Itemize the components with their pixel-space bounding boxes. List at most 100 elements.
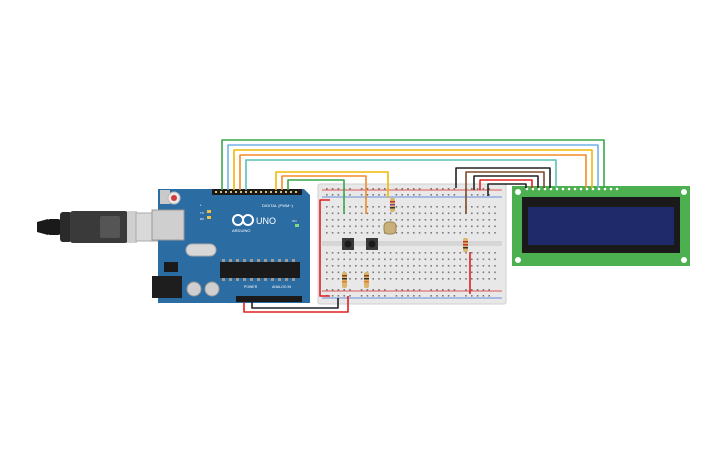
breadboard-hole <box>389 271 392 274</box>
breadboard-hole <box>407 271 409 274</box>
board-brand: ARDUINO <box>232 228 250 233</box>
rail-hole <box>331 295 334 297</box>
breadboard-hole <box>407 232 409 234</box>
rail-hole <box>378 295 380 297</box>
rail-hole <box>372 188 374 190</box>
pushbutton[interactable] <box>366 238 378 250</box>
wire-black <box>487 183 527 196</box>
breadboard-hole <box>372 258 374 261</box>
rail-hole <box>407 188 409 190</box>
breadboard-hole <box>447 278 450 280</box>
breadboard-hole <box>407 252 409 254</box>
resistor <box>390 198 395 212</box>
breadboard-hole <box>395 212 398 215</box>
breadboard-hole <box>326 258 328 261</box>
capacitor <box>186 281 202 297</box>
rail-hole <box>488 194 490 196</box>
breadboard-hole <box>355 212 357 215</box>
breadboard-hole <box>430 278 432 280</box>
breadboard-hole <box>355 219 357 221</box>
breadboard-hole <box>407 225 409 228</box>
breadboard-hole <box>459 219 461 221</box>
breadboard-hole <box>413 206 415 208</box>
breadboard-hole <box>418 232 421 234</box>
rail-hole <box>413 194 415 196</box>
breadboard-hole <box>436 225 438 228</box>
resistor <box>463 238 468 252</box>
breadboard-hole <box>384 265 386 267</box>
rail-hole <box>442 194 444 196</box>
breadboard-hole <box>337 252 340 254</box>
wire-yellow <box>233 149 593 190</box>
rail-hole <box>349 295 351 297</box>
rail-hole <box>349 289 351 291</box>
breadboard-hole <box>476 271 479 274</box>
breadboard-hole <box>418 252 421 254</box>
rail-hole <box>407 194 409 196</box>
potentiometer[interactable] <box>383 221 397 235</box>
wire-brown <box>465 171 545 214</box>
arduino-board: DIGITAL (PWM~) UNO ARDUINO L TX RX ON <box>151 189 310 303</box>
rail-hole <box>482 194 485 196</box>
breadboard-hole <box>430 212 432 215</box>
breadboard-hole <box>401 219 403 221</box>
rail-hole <box>395 295 398 297</box>
rail-hole <box>471 194 473 196</box>
breadboard-hole <box>494 265 496 267</box>
rail-hole <box>447 194 450 196</box>
breadboard-hole <box>436 271 438 274</box>
rail-hole <box>407 289 409 291</box>
breadboard-hole <box>488 225 490 228</box>
pushbutton[interactable] <box>342 238 354 250</box>
breadboard-hole <box>476 212 479 215</box>
breadboard-hole <box>494 232 496 234</box>
breadboard-hole <box>436 232 438 234</box>
rail-hole <box>447 289 450 291</box>
breadboard-hole <box>343 219 345 221</box>
rail-hole <box>430 295 432 297</box>
breadboard-hole <box>476 252 479 254</box>
breadboard-hole <box>395 271 398 274</box>
svg-text:TX: TX <box>200 211 204 215</box>
svg-text:L: L <box>200 203 202 207</box>
breadboard-hole <box>378 278 380 280</box>
breadboard-hole <box>424 265 427 267</box>
breadboard-hole <box>442 265 444 267</box>
breadboard-hole <box>366 258 369 261</box>
breadboard-hole <box>360 212 363 215</box>
breadboard-hole <box>337 271 340 274</box>
breadboard-hole <box>326 225 328 228</box>
breadboard-hole <box>453 278 456 280</box>
rail-hole <box>430 194 432 196</box>
breadboard-hole <box>453 252 456 254</box>
rail-hole <box>331 194 334 196</box>
breadboard-hole <box>436 258 438 261</box>
rail-hole <box>436 194 438 196</box>
usb-plug-tip <box>37 219 48 235</box>
breadboard-hole <box>389 265 392 267</box>
breadboard-hole <box>355 232 357 234</box>
breadboard-hole <box>482 265 485 267</box>
rail-hole <box>395 194 398 196</box>
rail-hole <box>471 188 473 190</box>
breadboard-hole <box>465 258 467 261</box>
breadboard-hole <box>349 232 351 234</box>
rail-hole <box>337 188 340 190</box>
rail-hole <box>401 188 403 190</box>
rail-hole <box>418 194 421 196</box>
breadboard-hole <box>337 225 340 228</box>
breadboard-hole <box>360 219 363 221</box>
breadboard-hole <box>447 232 450 234</box>
rail-hole <box>337 295 340 297</box>
rail-hole <box>337 194 340 196</box>
breadboard-hole <box>430 265 432 267</box>
breadboard-hole <box>372 219 374 221</box>
rail-hole <box>366 295 369 297</box>
breadboard-hole <box>453 206 456 208</box>
rail-hole <box>465 295 467 297</box>
breadboard-hole <box>337 278 340 280</box>
breadboard-hole <box>326 212 328 215</box>
rail-hole <box>372 289 374 291</box>
breadboard-hole <box>331 252 334 254</box>
breadboard-hole <box>482 206 485 208</box>
